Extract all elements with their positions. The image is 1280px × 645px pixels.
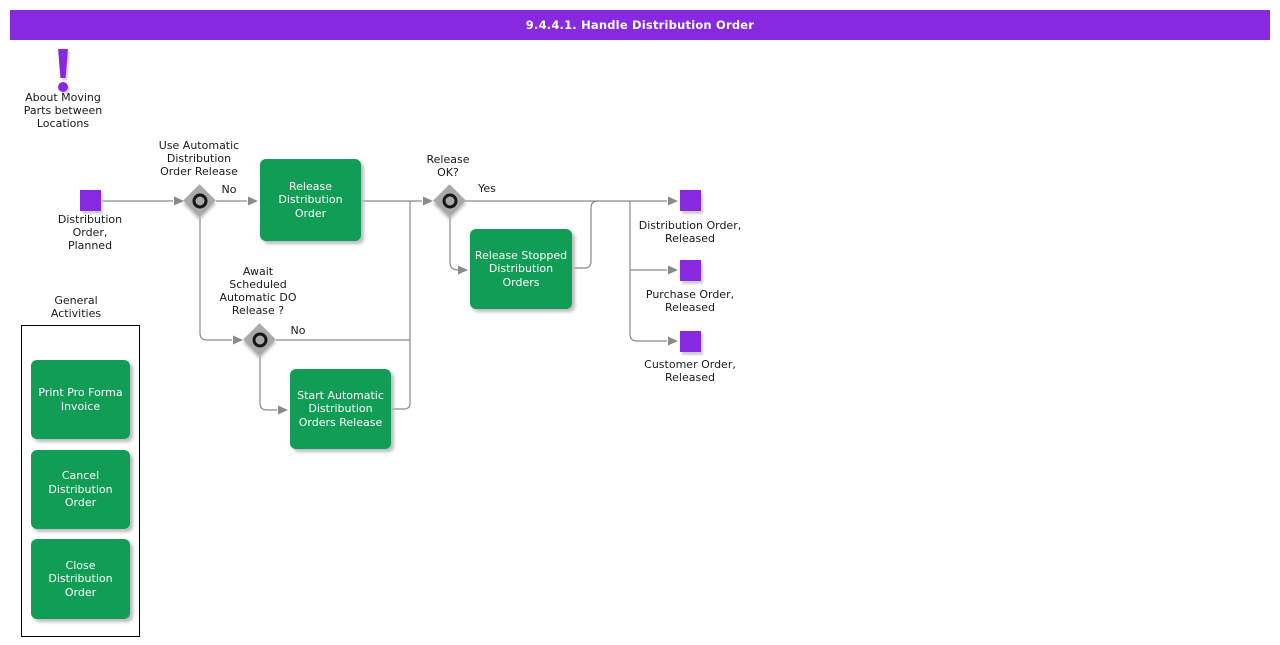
gateway-release-ok [433,184,466,217]
branch-label-no-1: No [221,183,237,196]
end-event-label-3: Customer Order, Released [644,358,736,384]
task-release-distribution-order[interactable]: Release Distribution Order [260,159,361,241]
start-event-distribution-order-planned [80,190,101,211]
end-event-purchase-order-released [680,260,701,281]
task-release-stopped-distribution-orders[interactable]: Release Stopped Distribution Orders [470,229,572,309]
gateway-release-ok-label: Release OK? [426,153,470,179]
about-note-icon[interactable] [53,49,73,95]
exclamation-icon [58,49,68,78]
gateway-await-scheduled [243,323,276,356]
task-cancel-distribution-order[interactable]: Cancel Distribution Order [31,450,130,529]
task-print-pro-forma-invoice[interactable]: Print Pro Forma Invoice [31,360,130,439]
gateway-ring-icon [442,193,458,209]
page-title: 9.4.4.1. Handle Distribution Order [525,18,755,32]
task-close-distribution-order[interactable]: Close Distribution Order [31,539,130,619]
end-event-label-2: Purchase Order, Released [645,288,735,314]
end-event-distribution-order-released [680,190,701,211]
branch-label-no-2: No [290,324,306,337]
branch-label-yes: Yes [478,182,496,195]
gateway-ring-icon [252,332,268,348]
end-event-customer-order-released [680,331,701,352]
exclamation-dot-icon [58,82,68,92]
gateway-use-automatic [183,184,216,217]
diagram-title-bar: 9.4.4.1. Handle Distribution Order [10,10,1270,40]
gateway-ring-icon [192,193,208,209]
start-event-label: Distribution Order, Planned [57,213,123,252]
about-note-label: About Moving Parts between Locations [23,91,103,130]
gateway-use-automatic-label: Use Automatic Distribution Order Release [158,139,240,178]
general-activities-title: General Activities [50,294,102,320]
end-event-label-1: Distribution Order, Released [638,219,742,245]
task-start-automatic-do-release[interactable]: Start Automatic Distribution Orders Rele… [290,369,391,449]
gateway-await-label: Await Scheduled Automatic DO Release ? [219,265,297,317]
